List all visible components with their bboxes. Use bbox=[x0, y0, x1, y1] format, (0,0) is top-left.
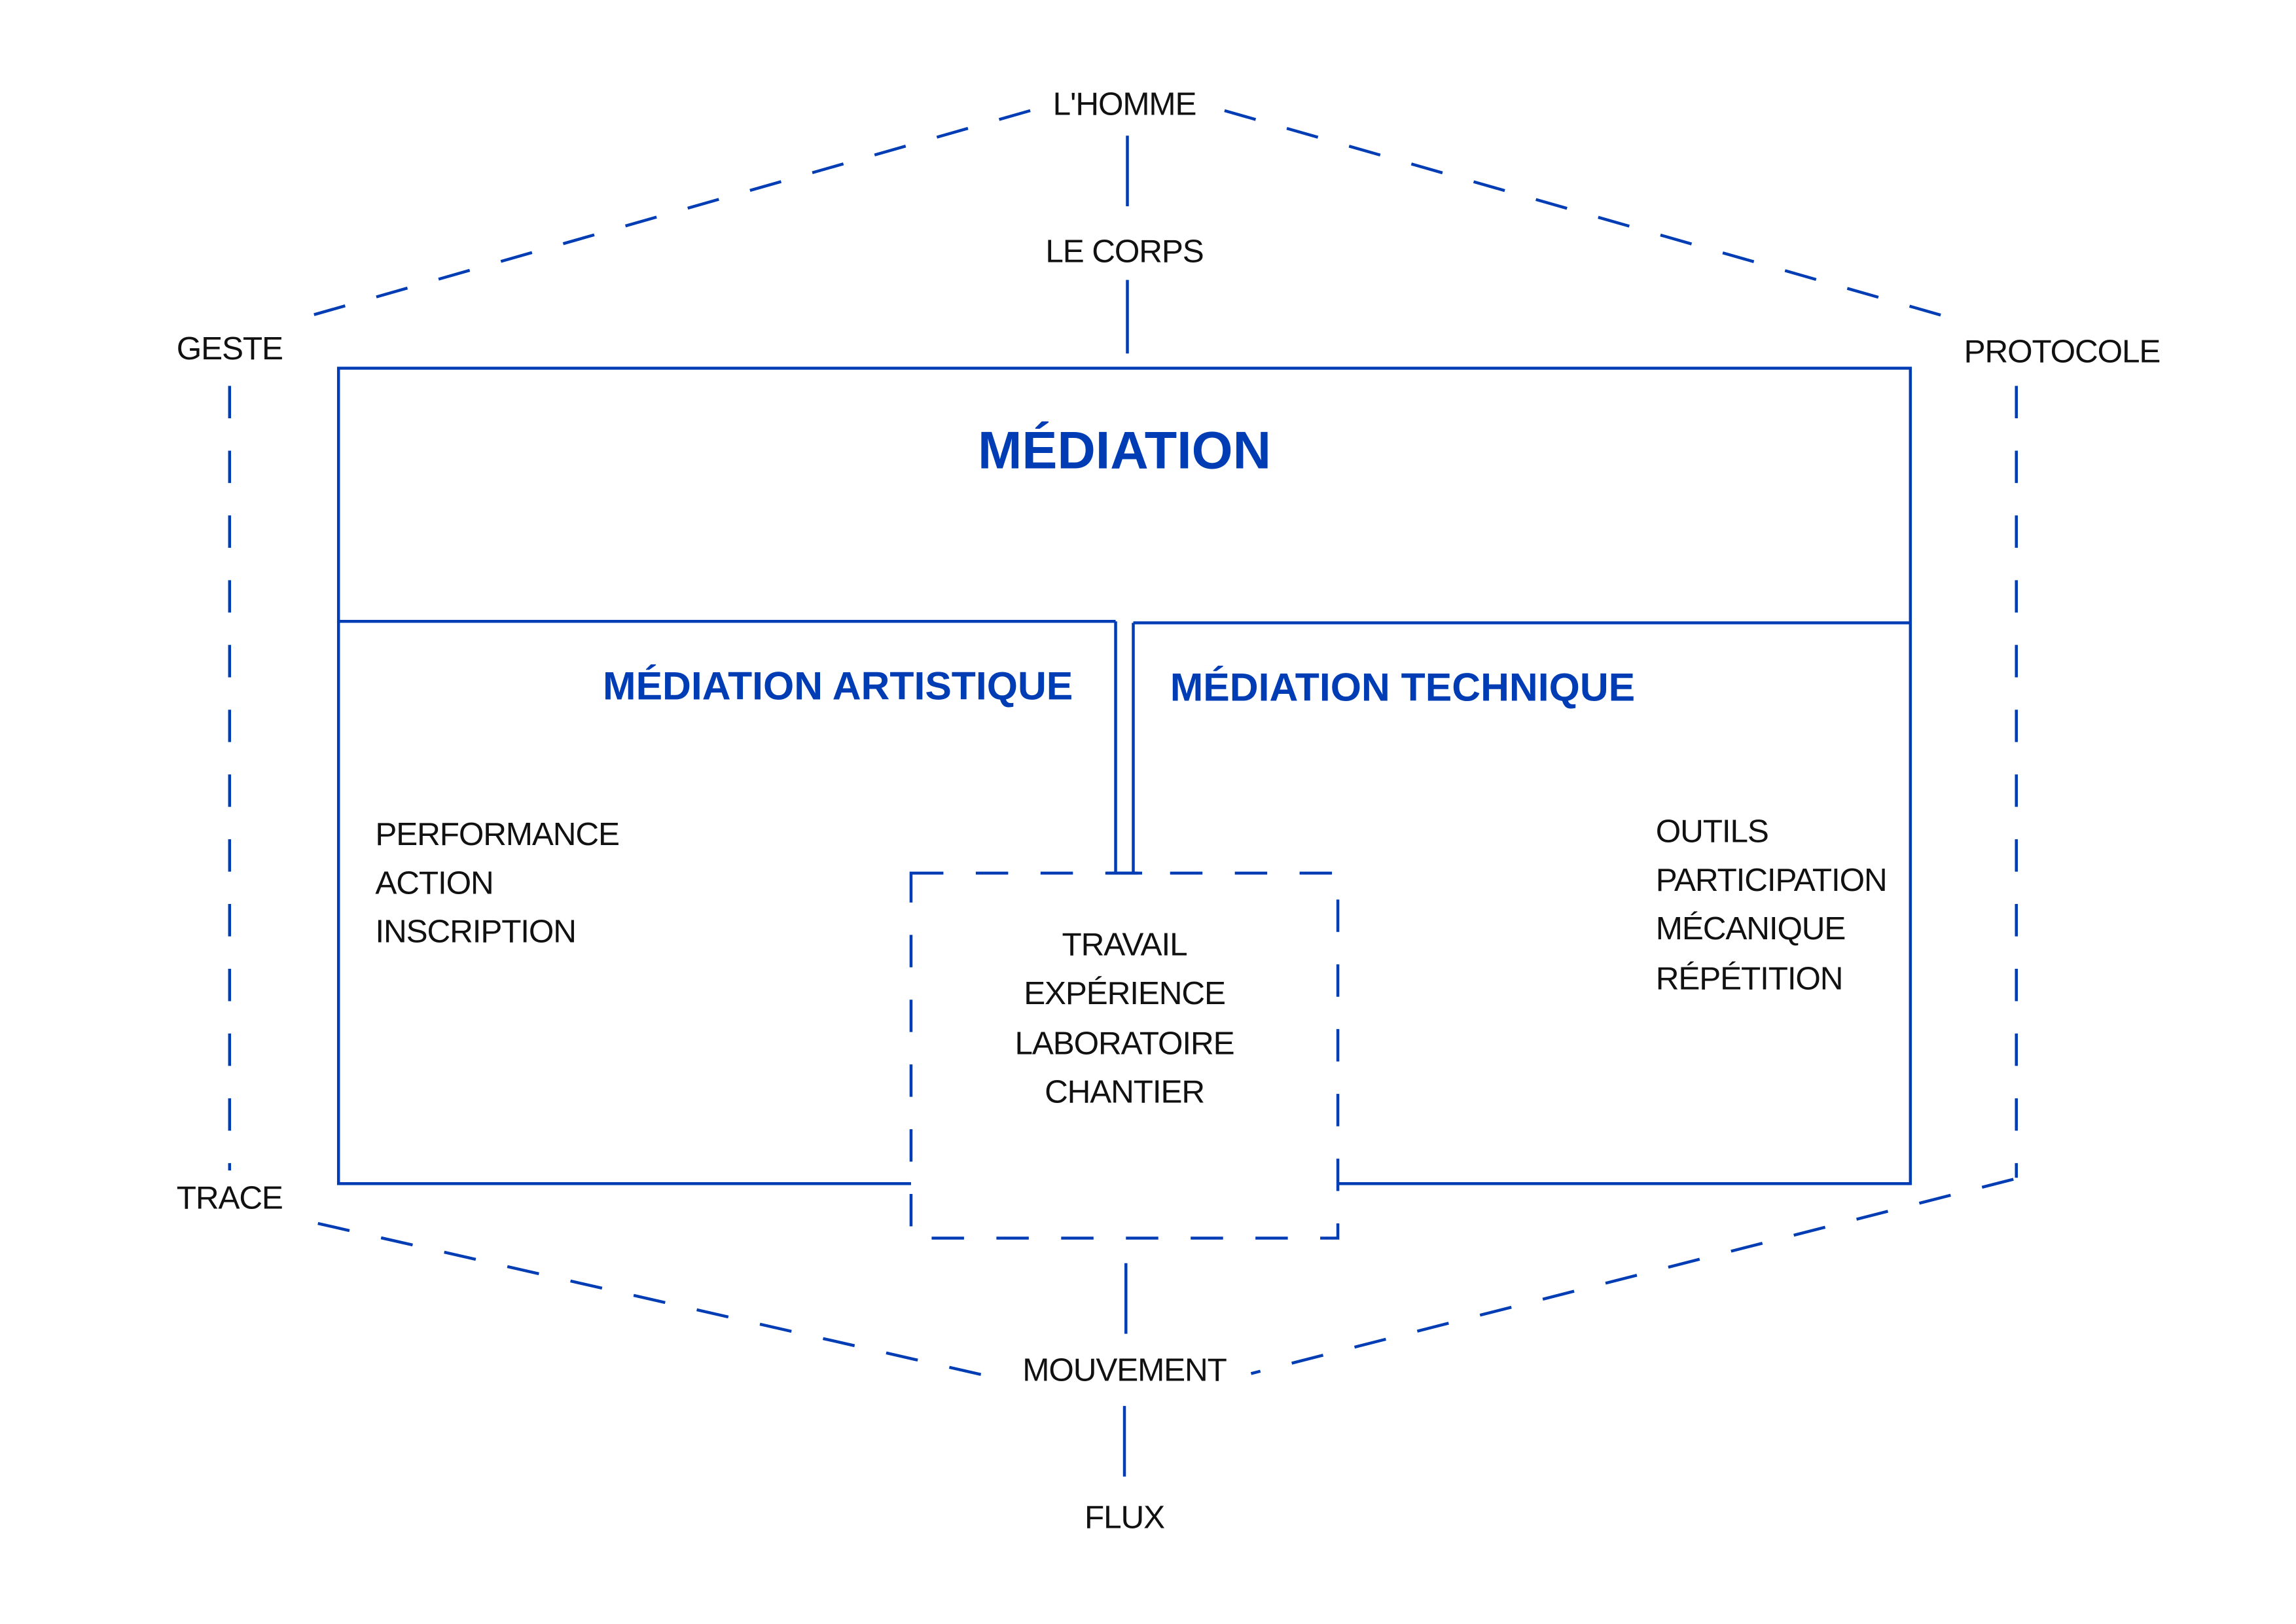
edge-homme-geste bbox=[291, 109, 1031, 323]
node-corps: LE CORPS bbox=[1045, 234, 1203, 270]
node-flux: FLUX bbox=[1085, 1500, 1164, 1536]
center-item: CHANTIER bbox=[1045, 1074, 1204, 1110]
node-mouvement: MOUVEMENT bbox=[1022, 1352, 1227, 1388]
edge-trace-mouvement bbox=[317, 1221, 984, 1377]
mediation-title: MÉDIATION bbox=[978, 420, 1271, 480]
node-homme: L'HOMME bbox=[1053, 86, 1196, 122]
center-dashed-box bbox=[909, 871, 1340, 1240]
artistic-item: PERFORMANCE bbox=[375, 816, 619, 852]
artistic-item: ACTION bbox=[375, 865, 493, 901]
center-item: TRAVAIL bbox=[1062, 927, 1187, 963]
technical-title: MÉDIATION TECHNIQUE bbox=[1170, 665, 1635, 710]
hexagon-outline bbox=[228, 109, 2018, 1377]
technical-item: RÉPÉTITION bbox=[1656, 960, 1843, 996]
node-protocole: PROTOCOLE bbox=[1964, 334, 2161, 370]
edge-homme-protocole bbox=[1224, 109, 1963, 323]
technical-item: MÉCANIQUE bbox=[1656, 911, 1845, 947]
artistic-item: INSCRIPTION bbox=[375, 914, 575, 950]
technical-item: PARTICIPATION bbox=[1656, 862, 1887, 898]
technical-item: OUTILS bbox=[1656, 814, 1768, 850]
center-item: EXPÉRIENCE bbox=[1024, 975, 1225, 1011]
node-geste: GESTE bbox=[177, 331, 283, 367]
center-item: LABORATOIRE bbox=[1015, 1025, 1234, 1061]
artistic-title: MÉDIATION ARTISTIQUE bbox=[603, 663, 1073, 708]
edge-right-mouvement bbox=[1250, 1178, 2014, 1375]
node-trace: TRACE bbox=[177, 1180, 283, 1216]
